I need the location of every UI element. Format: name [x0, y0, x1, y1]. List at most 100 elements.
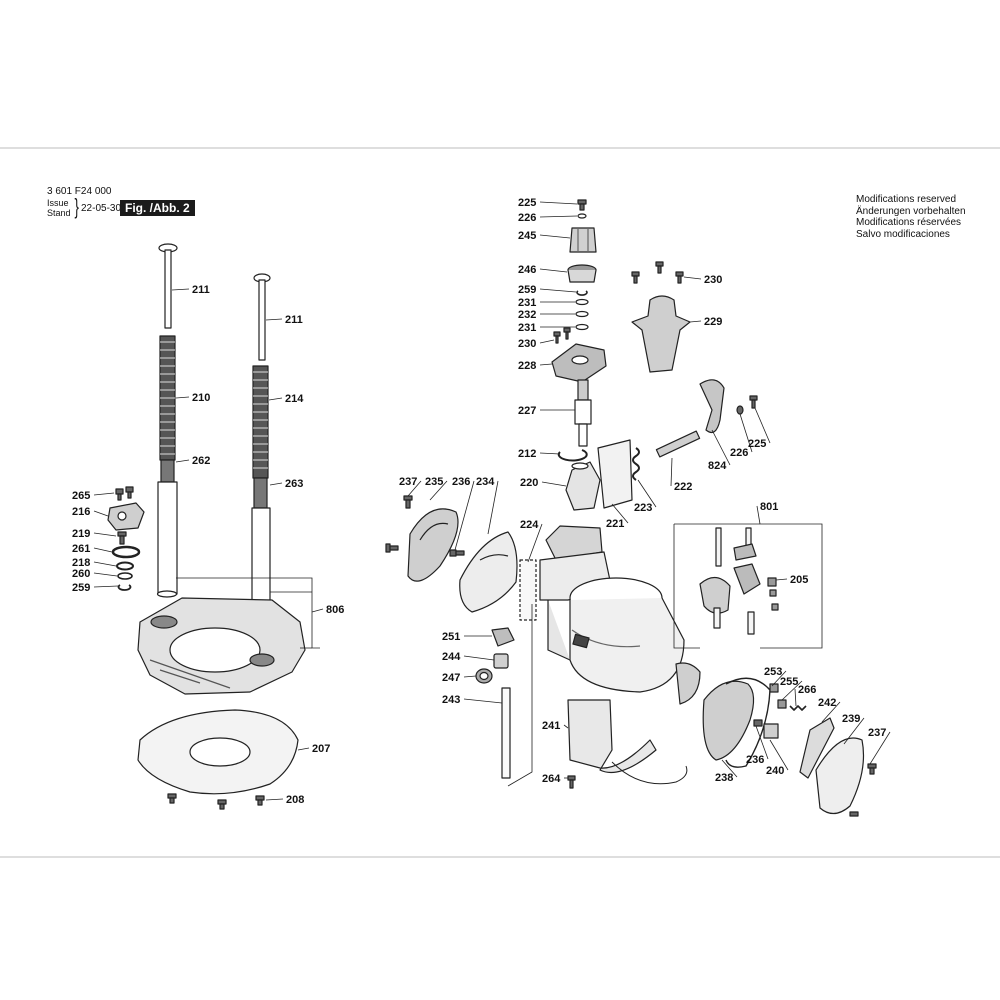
callout-212: 212 [518, 448, 536, 460]
callout-225: 225 [518, 197, 536, 209]
spring-left [159, 335, 176, 461]
brace-mark: } [74, 194, 79, 219]
issue-date: 22-05-30 [81, 203, 122, 214]
callout-leader-247 [463, 675, 477, 678]
callout-leader-235 [429, 480, 448, 501]
callout-235: 235 [425, 476, 443, 488]
callout-247: 247 [442, 672, 460, 684]
screw-237-right [867, 763, 877, 775]
screw-lower-right [849, 811, 859, 817]
callout-226: 226 [730, 447, 748, 459]
bracket-806-top [176, 577, 320, 649]
callout-210: 210 [192, 392, 210, 404]
callout-230: 230 [704, 274, 722, 286]
callout-224: 224 [520, 519, 539, 531]
callout-leader-238 [721, 759, 738, 778]
rod-243 [501, 687, 511, 779]
depth-stop-220 [565, 461, 601, 511]
bracket-801-left [673, 524, 700, 649]
callout-223: 223 [634, 502, 652, 514]
note-es: Salvo modificaciones [856, 228, 950, 240]
callout-leader-236 [755, 725, 769, 760]
callout-227: 227 [518, 405, 536, 417]
washer-226-right [736, 405, 744, 415]
callout-leader-259 [539, 288, 577, 293]
brush-holder-224 [519, 559, 537, 621]
callout-255: 255 [780, 676, 798, 688]
callout-230: 230 [518, 338, 536, 350]
callout-228: 228 [518, 360, 536, 372]
stand-label: Stand [47, 208, 71, 218]
ring-260 [117, 572, 133, 580]
callout-824: 824 [708, 460, 727, 472]
callout-244: 244 [442, 651, 461, 663]
callout-leader-242 [821, 701, 841, 723]
handle-left-235 [407, 508, 459, 582]
callout-leader-240 [769, 739, 789, 771]
handle-frame-right [725, 677, 771, 768]
callout-216: 216 [72, 506, 90, 518]
nut-245 [569, 227, 597, 253]
callout-236: 236 [746, 754, 764, 766]
ring-261 [111, 545, 141, 559]
callout-leader-806 [311, 608, 324, 613]
callout-leader-226 [739, 413, 753, 453]
cable-guide-241 [567, 699, 657, 774]
ring-247 [475, 668, 493, 684]
callout-leader-801 [756, 505, 761, 525]
group-801-parts [699, 527, 779, 635]
callout-leader-259 [93, 585, 119, 588]
circlip-259 [117, 584, 132, 591]
guide-rod-right [253, 273, 271, 361]
screws-230-small [553, 327, 571, 344]
callout-leader-224 [527, 523, 543, 563]
callout-259: 259 [72, 582, 90, 594]
callout-leader-222 [670, 457, 673, 487]
callout-leader-265 [93, 492, 115, 496]
callout-leader-263 [269, 482, 283, 486]
note-en: Modifications reserved [856, 194, 957, 205]
screw-236-right [753, 719, 763, 727]
modifications-notes: Modifications reserved Änderungen vorbeh… [856, 194, 966, 240]
callout-264: 264 [542, 773, 561, 785]
callout-leader-214 [268, 397, 283, 401]
issue-label: Issue [47, 198, 69, 208]
callout-222: 222 [674, 481, 692, 493]
callout-231: 231 [518, 322, 536, 334]
callout-leader-225 [539, 201, 578, 205]
callout-leader-218 [93, 561, 117, 567]
column-tube-right [251, 477, 271, 614]
callout-205: 205 [790, 574, 808, 586]
callout-265: 265 [72, 490, 90, 502]
spring-right [252, 365, 269, 479]
callout-leader-211 [265, 318, 283, 321]
callout-leader-236 [454, 480, 475, 551]
screw-left-lower [385, 543, 399, 553]
spindle-227 [574, 379, 592, 447]
sub-base-207 [137, 709, 299, 795]
switch-242 [799, 717, 835, 779]
screws-230-cover [631, 261, 684, 284]
knob-246 [567, 264, 597, 283]
washer-231b [575, 323, 589, 331]
washer-232 [575, 310, 589, 318]
callout-leader-266 [794, 688, 797, 707]
callout-leader-244 [463, 655, 495, 661]
callout-236: 236 [452, 476, 470, 488]
callout-214: 214 [285, 393, 304, 405]
callout-leader-243 [463, 698, 503, 704]
callout-leader-261 [93, 547, 113, 553]
callout-238: 238 [715, 772, 733, 784]
callout-208: 208 [286, 794, 304, 806]
motor-housing [539, 525, 701, 705]
callout-242: 242 [818, 697, 836, 709]
callout-leader-824 [711, 429, 731, 466]
washer-231 [575, 298, 589, 306]
circlip-259-center [576, 290, 588, 296]
callout-leader-260 [93, 572, 118, 577]
grip-239 [815, 737, 865, 815]
callout-leader-230 [683, 276, 702, 280]
callout-239: 239 [842, 713, 860, 725]
clamp-216 [107, 502, 145, 531]
callout-253: 253 [764, 666, 782, 678]
